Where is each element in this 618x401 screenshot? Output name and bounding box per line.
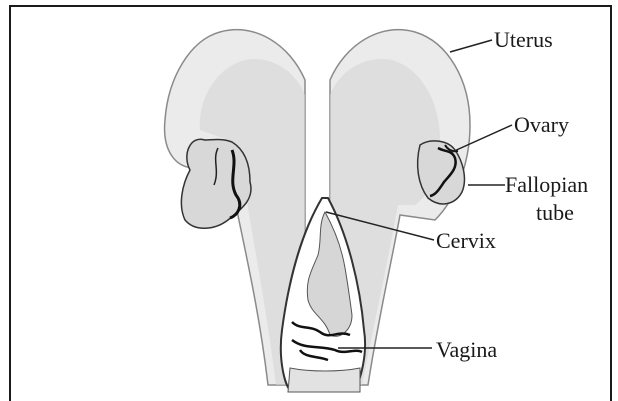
vaginal-base [288,368,360,392]
fallopian-label-line1: Fallopian [505,172,588,197]
vagina-label: Vagina [436,337,497,362]
uterus-leader-line [450,40,492,52]
uterus-label: Uterus [494,27,553,52]
fallopian-label-line2: tube [536,200,574,225]
ovary-label: Ovary [514,112,569,137]
cervix-label: Cervix [436,228,496,253]
